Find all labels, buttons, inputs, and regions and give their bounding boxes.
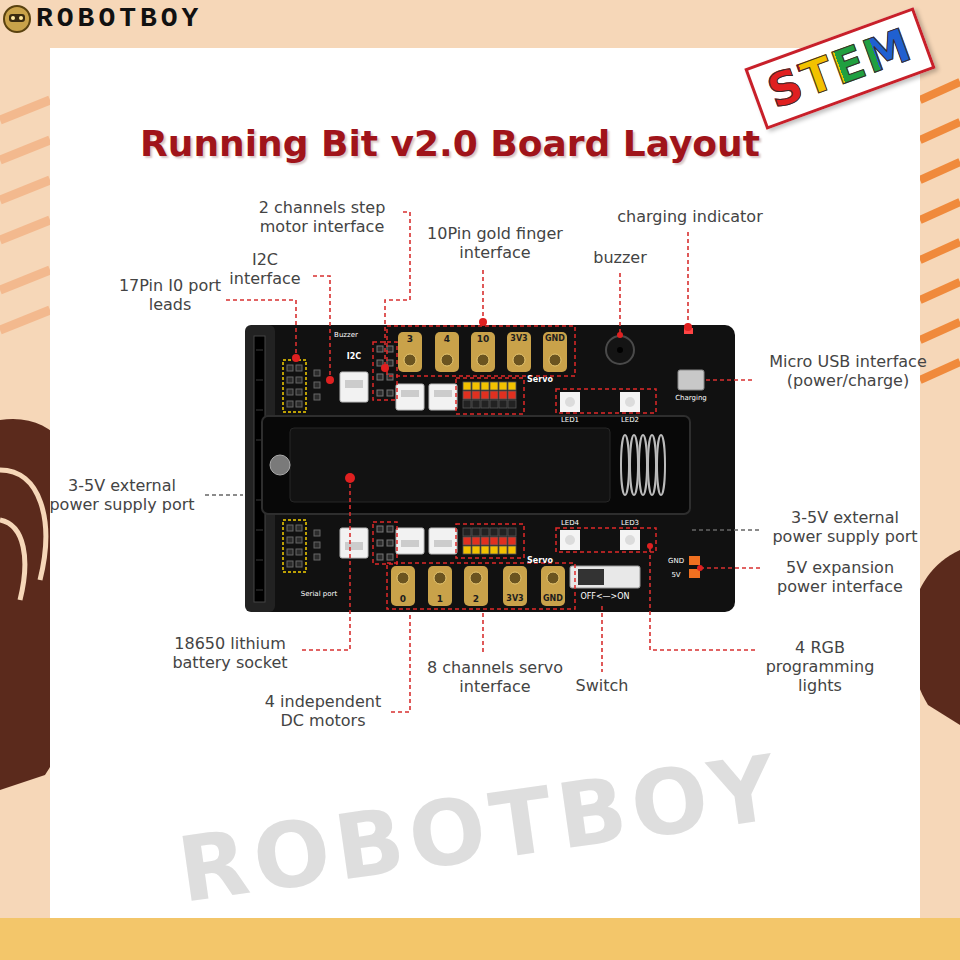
group-outline (373, 326, 656, 609)
silk-label: GND (665, 557, 687, 565)
callout-text: 5V expansion power interface (768, 558, 913, 596)
curve-lines (0, 470, 46, 600)
silk-label: I2C (344, 352, 364, 362)
pin-label: 3V3 (503, 594, 527, 604)
pin-label: GND (543, 334, 567, 344)
pin-label: 10 (472, 334, 494, 345)
diagram-title: Running Bit v2.0 Board Layout (60, 122, 840, 165)
watermark: ROBOTBOY (116, 725, 844, 932)
buzzer-part (606, 336, 634, 364)
pcb (245, 325, 735, 612)
bottom-strip (0, 918, 960, 960)
pin-label: 4 (437, 334, 457, 345)
callout-text: 10Pin gold finger interface (423, 224, 568, 262)
pin-label: 1 (430, 594, 450, 605)
callout-text: 17Pin I0 port leads (118, 276, 223, 314)
silk-label: LED3 (616, 519, 644, 527)
silk-label: Servo (522, 375, 558, 385)
robot-icon (4, 6, 30, 32)
pin-label: 3V3 (507, 334, 531, 344)
silk-label: Serial port (297, 590, 341, 598)
battery-holder (262, 416, 690, 514)
leader-line (205, 495, 760, 530)
callout-text: 4 independent DC motors (258, 692, 388, 730)
silk-label: Servo (522, 556, 558, 566)
pin-label: 0 (393, 594, 413, 605)
battery-contact (270, 455, 290, 475)
battery-spring (621, 435, 665, 495)
silk-label: OFF<—>ON (574, 592, 636, 602)
callout-text: charging indicator (610, 207, 770, 226)
leader-line (226, 212, 760, 712)
pin-label: 3 (400, 334, 420, 345)
silk-label: Buzzer (330, 331, 362, 339)
silk-label: LED2 (616, 416, 644, 424)
badge-box: STEM (744, 7, 935, 130)
pin-label: GND (541, 594, 565, 604)
silk-label: LED4 (556, 519, 584, 527)
left-stripes (0, 100, 50, 330)
switch-knob (578, 569, 604, 585)
power-pin (689, 556, 700, 565)
callout-text: 3-5V external power supply port (765, 508, 925, 546)
usb-port (678, 370, 704, 390)
silk-label: LED1 (556, 416, 584, 424)
callout-text: 18650 lithium battery socket (163, 634, 298, 672)
callout-text: 2 channels step motor interface (245, 198, 400, 236)
pin-label: 2 (466, 594, 486, 605)
callout-text: buzzer (585, 248, 655, 267)
callout-text: I2C interface (220, 250, 310, 288)
badge-text: STEM (761, 19, 919, 118)
callout-text: 4 RGB programming lights (763, 638, 878, 696)
silk-label: Charging (670, 394, 712, 402)
callout-text: Switch (567, 676, 637, 695)
right-stripes (920, 82, 960, 380)
callout-text: Micro USB interface (power/charge) (758, 352, 938, 390)
leader-dot (292, 318, 703, 571)
brand-logo: ROBOTBOY (36, 2, 296, 36)
silk-label: 5V (668, 571, 684, 579)
buzzer-hole (617, 347, 623, 353)
callout-text: 3-5V external power supply port (42, 476, 202, 514)
battery-bed (290, 428, 610, 502)
slide-switch (570, 566, 640, 588)
callout-text: 8 channels servo interface (425, 658, 565, 696)
